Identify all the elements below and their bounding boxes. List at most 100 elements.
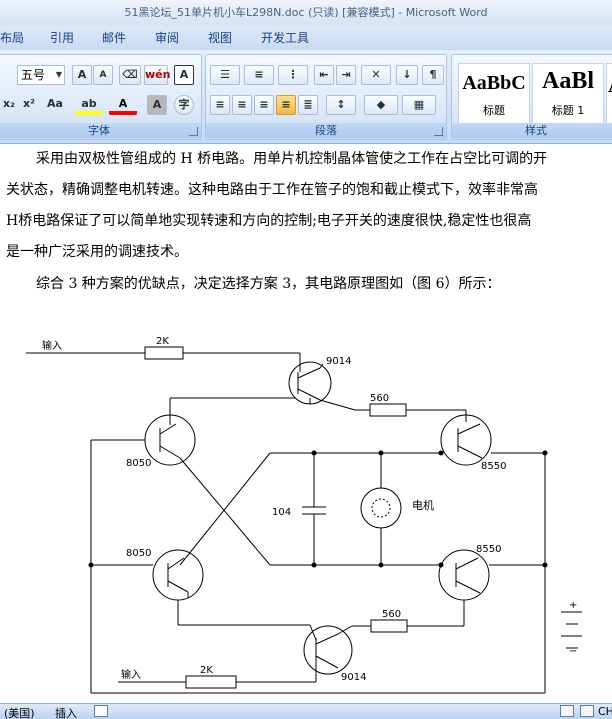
multilevel-list-icon: ⋮ [287,68,299,81]
transistor-8050-top-label: 8050 [126,458,151,469]
font-color-button[interactable]: A [109,95,137,115]
motor-label: 电机 [412,498,434,512]
grow-font-button[interactable]: A [72,65,92,85]
sort-button[interactable]: ↓ [396,65,418,85]
font-size-value: 五号 [21,68,46,82]
decrease-indent-button[interactable]: ⇤ [314,65,334,85]
line-spacing-button[interactable]: ↕ [326,95,356,115]
motor-symbol [360,487,402,529]
clear-format-button[interactable]: ⌫ [119,65,141,85]
paragraph-group: ☰ ≡ ⋮ ⇤ ⇥ ✕ ↓ ¶ ≡ ≡ ≡ ≡ ≣ ↕ ◆ ▦ 段落 [205,54,447,140]
paragraph-line: H桥电路保证了可以简单地实现转速和方向的控制;电子开关的速度很快,稳定性也很高 [6,213,532,229]
style-sample: AaBl [541,68,594,94]
sort-icon: ↓ [402,68,412,81]
paragraph-line: 采用由双极性管组成的 H 桥电路。用单片机控制晶体管使之工作在占空比可调的开 [36,151,548,167]
font-size-combo[interactable]: 五号 ▼ [17,65,65,85]
shading-button[interactable]: ◆ [364,95,398,115]
full-screen-view-icon[interactable] [580,705,594,717]
style-next[interactable]: A [606,63,612,127]
font-dialog-launcher-icon[interactable] [189,127,198,136]
distributed-button[interactable]: ≣ [298,95,318,115]
justify-button[interactable]: ≡ [276,95,296,115]
transistor-8050-bottom-label: 8050 [126,548,151,559]
numbering-button[interactable]: ≡ [244,65,274,85]
capacitor-label: 104 [272,507,291,518]
chevron-down-icon[interactable]: ▼ [55,70,62,79]
pilcrow-icon: ¶ [429,68,437,81]
align-right-button[interactable]: ≡ [254,95,274,115]
styles-group-label: 样式 [452,123,612,138]
char-border-button[interactable]: A [174,65,194,85]
change-case-button[interactable]: Aa [47,97,63,110]
char-shading-button[interactable]: A [147,95,167,115]
style-sample: AaBbC [462,72,526,94]
indent-icon: ⇥ [341,68,351,81]
transistor-9014-bottom-label: 9014 [341,672,366,683]
align-left-button[interactable]: ≡ [210,95,230,115]
paragraph-dialog-launcher-icon[interactable] [434,127,443,136]
style-name: 标题 1 [551,104,585,117]
font-group-label: 字体 [0,123,201,138]
document-page[interactable]: 采用由双极性管组成的 H 桥电路。用单片机控制晶体管使之工作在占空比可调的开 关… [0,144,612,700]
tab-references[interactable]: 引用 [50,31,75,45]
increase-indent-button[interactable]: ⇥ [336,65,356,85]
ribbon: 五号 ▼ A A ⌫ wén A x₂ x² Aa ab A A 字 字体 ☰ … [0,50,612,144]
style-name: 标题 [483,104,505,117]
h-bridge-circuit-diagram: 输入 2K 9014 560 8050 8550 104 电机 8050 855… [26,336,582,694]
resistor-2k-bottom-label: 2K [200,665,213,676]
print-layout-view-icon[interactable] [560,705,574,717]
macro-record-icon[interactable] [94,705,108,717]
resistor-560-bottom-label: 560 [382,609,401,620]
numbered-list-icon: ≡ [254,68,264,81]
transistor-8550-bottom [438,549,490,601]
transistor-8550-bottom-label: 8550 [476,544,501,555]
input-top-label: 输入 [42,339,62,352]
battery-plus-label: + [569,600,577,611]
tab-review[interactable]: 审阅 [155,31,180,45]
asian-layout-icon: ✕ [371,68,381,81]
bullet-list-icon: ☰ [220,68,230,81]
asian-layout-button[interactable]: ✕ [361,65,391,85]
paragraph-line: 是一种广泛采用的调速技术。 [6,244,188,260]
subscript-button[interactable]: x₂ [3,97,15,110]
language-indicator[interactable]: (美国) [4,707,35,719]
style-title[interactable]: AaBbC 标题 [458,63,530,127]
align-left-icon: ≡ [215,98,225,111]
tab-developer[interactable]: 开发工具 [261,31,310,45]
insert-mode-indicator[interactable]: 插入 [55,707,77,719]
align-center-button[interactable]: ≡ [232,95,252,115]
show-marks-button[interactable]: ¶ [422,65,444,85]
window-title: 51黑论坛_51单片机小车L298N.doc (只读) [兼容模式] - Mic… [0,0,612,26]
highlight-button[interactable]: ab [75,95,103,115]
border-icon: ▦ [413,98,425,111]
resistor-560-top [369,403,407,417]
eraser-icon: ⌫ [122,68,138,81]
input-bottom-label: 输入 [121,668,141,681]
line-spacing-icon: ↕ [336,98,346,111]
enclose-char-button[interactable]: 字 [174,95,194,115]
ribbon-tabs: 布局 引用 邮件 审阅 视图 开发工具 [0,26,612,50]
justify-icon: ≡ [281,98,291,111]
resistor-2k-top [144,346,184,360]
superscript-button[interactable]: x² [23,97,35,110]
paint-bucket-icon: ◆ [376,98,386,111]
transistor-8550-top [440,414,492,466]
transistor-8550-top-label: 8550 [481,461,506,472]
tab-view[interactable]: 视图 [208,31,233,45]
transistor-8050-bottom [152,549,204,601]
bullets-button[interactable]: ☰ [210,65,240,85]
transistor-9014-bottom [303,625,353,675]
battery-minus-label: − [569,646,577,657]
tab-layout[interactable]: 布局 [0,31,25,45]
paragraph-group-label: 段落 [206,123,446,138]
multilevel-list-button[interactable]: ⋮ [278,65,308,85]
borders-button[interactable]: ▦ [402,95,436,115]
style-heading-1[interactable]: AaBl 标题 1 [532,63,604,127]
transistor-9014-top-label: 9014 [326,356,351,367]
ime-indicator: CH [598,705,612,718]
tab-mailings[interactable]: 邮件 [102,31,127,45]
shrink-font-button[interactable]: A [93,65,113,85]
resistor-560-top-label: 560 [370,393,389,404]
paragraph-line: 综合 3 种方案的优缺点，决定选择方案 3，其电路原理图如（图 6）所示： [36,276,501,292]
phonetic-guide-button[interactable]: wén [144,65,170,85]
